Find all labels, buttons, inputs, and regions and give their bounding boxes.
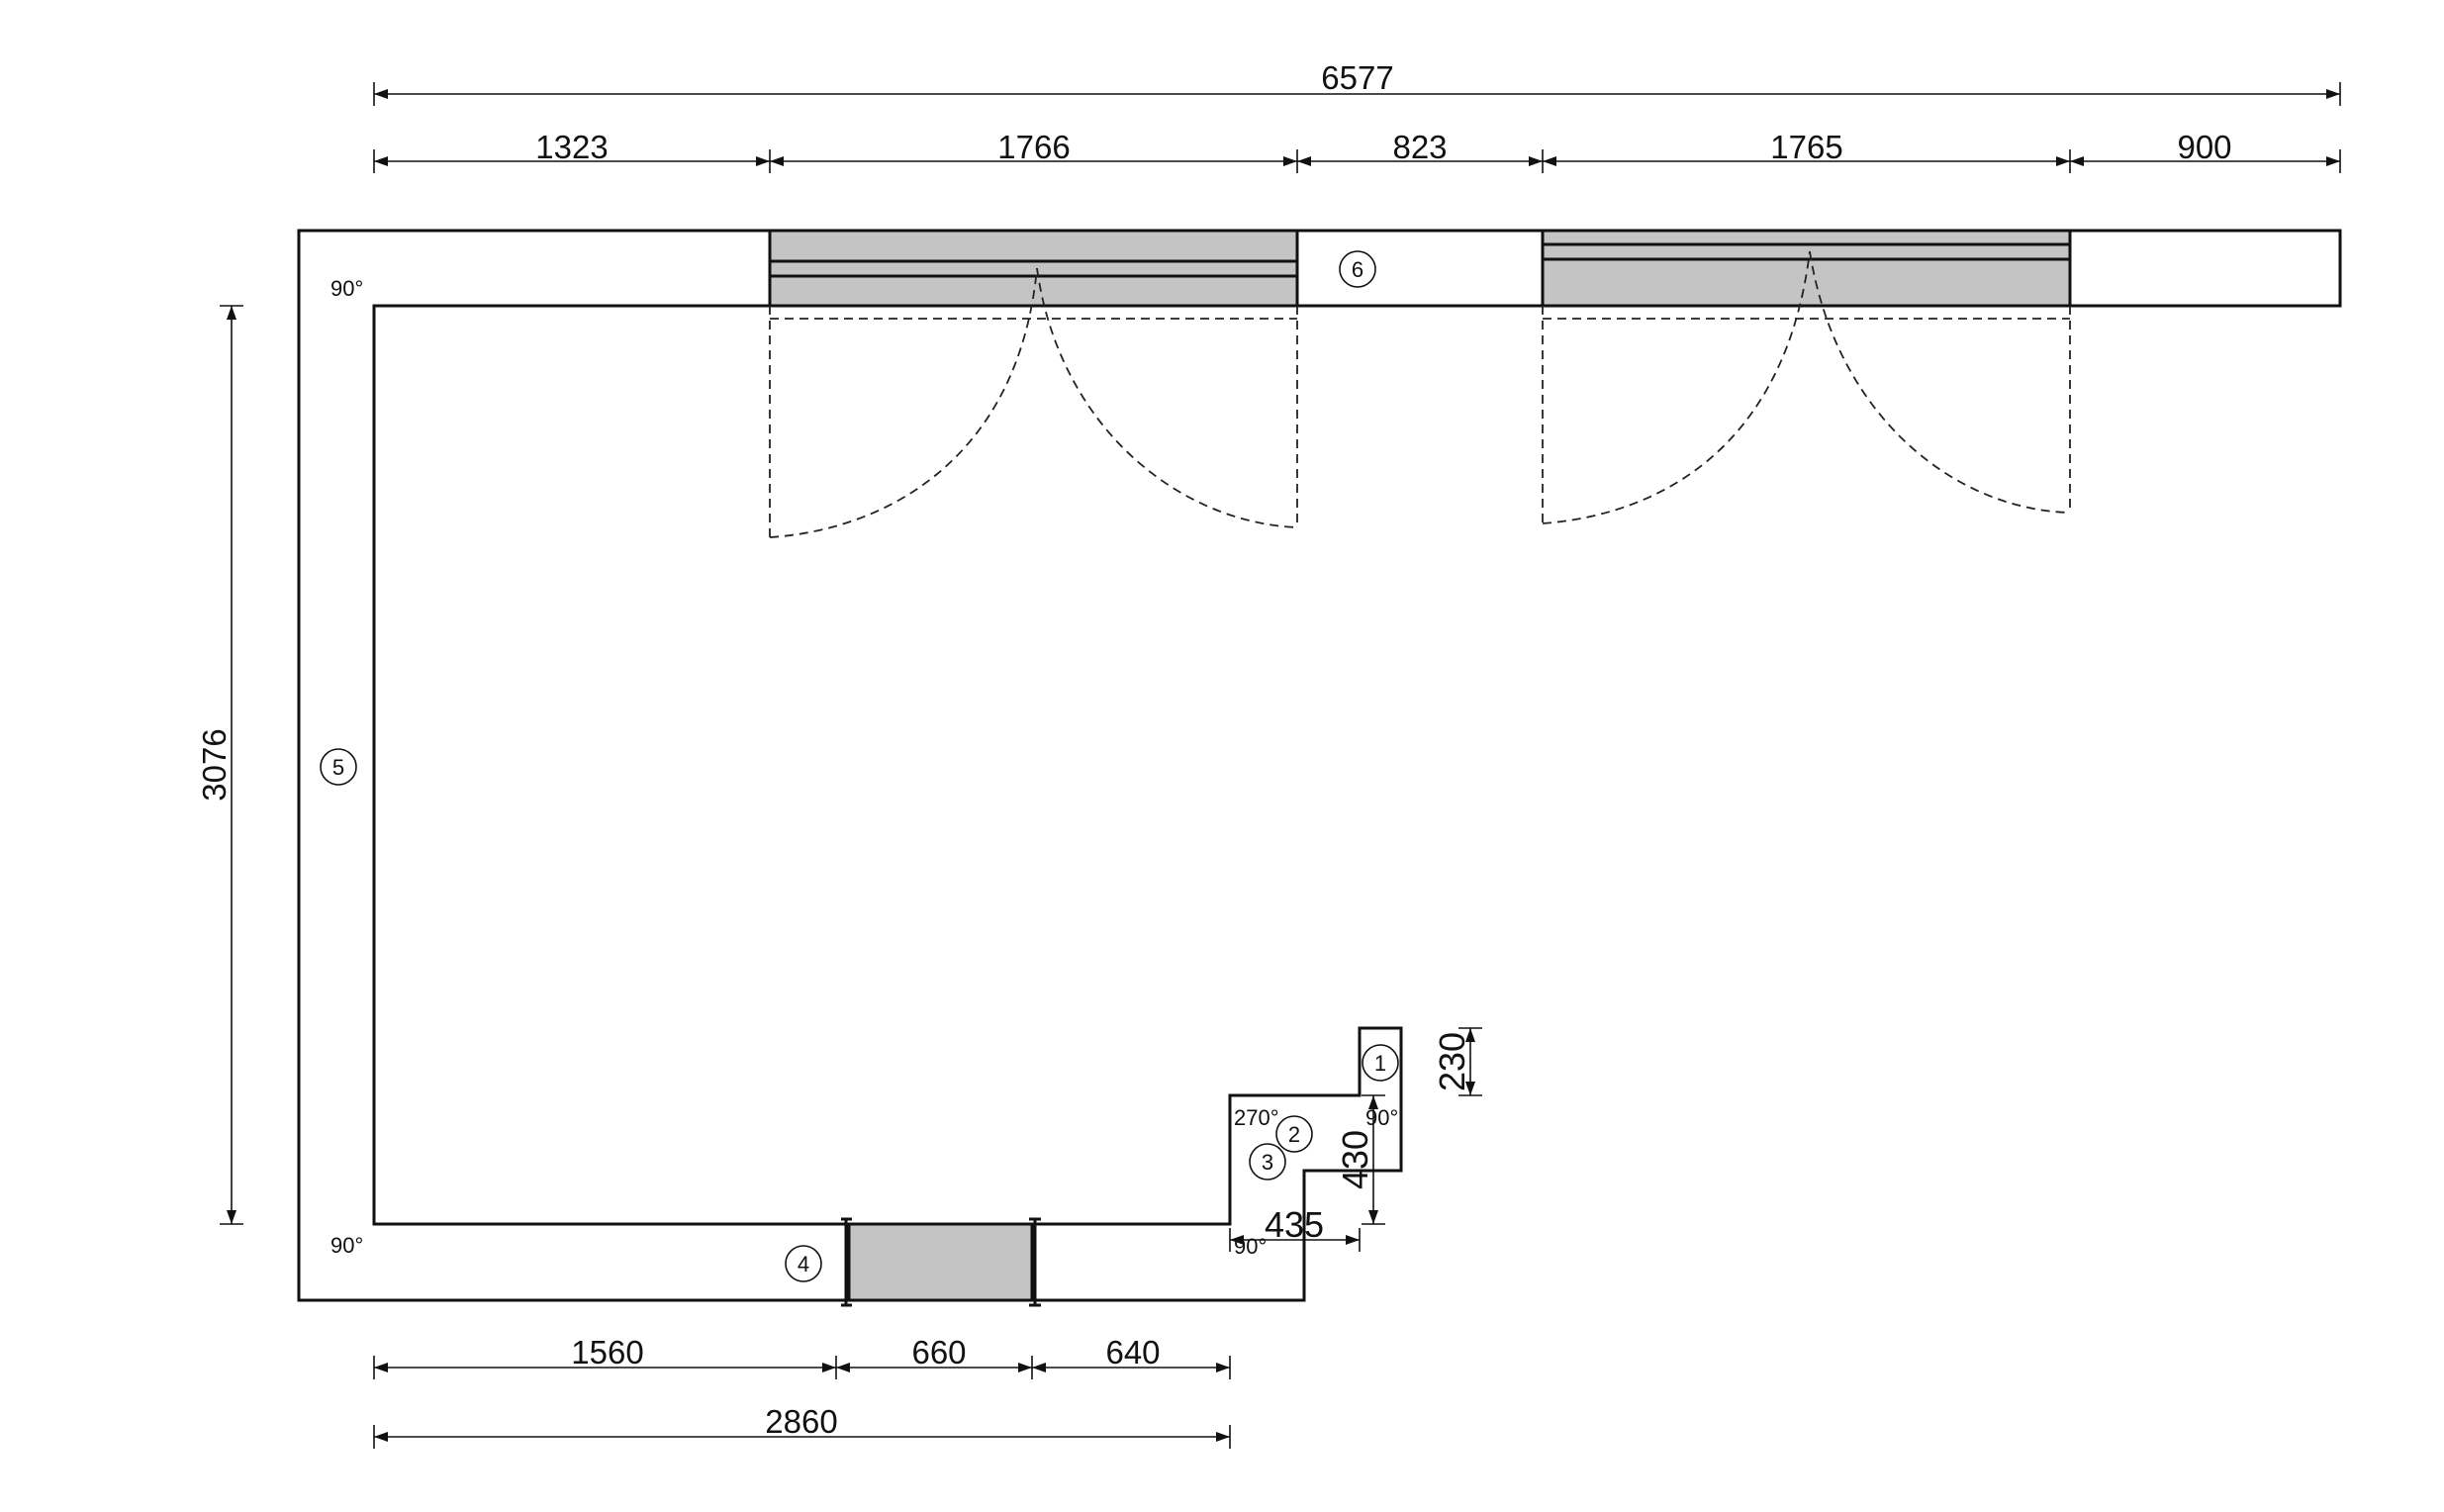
dimension-label-top-1: 1323 <box>535 129 608 165</box>
svg-text:2: 2 <box>1288 1122 1300 1147</box>
dimension-label-top-total: 6577 <box>1321 59 1393 96</box>
svg-text:6: 6 <box>1352 257 1363 282</box>
wall-marker-1: 1 <box>1362 1044 1399 1082</box>
walls <box>297 229 2342 1302</box>
dimension-nib-height: 230 <box>1432 1027 1482 1096</box>
dimension-label-nib-height: 230 <box>1432 1032 1472 1091</box>
wall-marker-3: 3 <box>1249 1143 1286 1181</box>
door-swing-top-left <box>769 267 1298 538</box>
dimension-label-left: 3076 <box>196 728 233 801</box>
dimension-label-top-3: 823 <box>1392 129 1447 165</box>
angle-labels: 90° 90° 270° 90° 90° <box>330 276 1398 1259</box>
wall-marker-6: 6 <box>1339 250 1376 288</box>
dimension-label-bottom-2: 660 <box>911 1334 966 1370</box>
svg-text:3: 3 <box>1262 1150 1273 1175</box>
window-bottom <box>841 1217 1041 1307</box>
door-swing-top-right <box>1542 250 2071 524</box>
dimension-bottom-total: 2860 <box>373 1403 1231 1449</box>
wall-marker-2: 2 <box>1275 1115 1313 1153</box>
svg-text:1: 1 <box>1374 1051 1386 1076</box>
angle-label-step-outer: 90° <box>1365 1105 1398 1130</box>
dimension-left-height: 3076 <box>196 305 243 1225</box>
dimension-label-bottom-total: 2860 <box>765 1403 837 1440</box>
dimension-top-segments: 1323 1766 823 1765 900 <box>373 129 2341 173</box>
dimension-step-depth: 435 <box>1229 1204 1361 1252</box>
dimension-bottom-segments: 1560 660 640 <box>373 1334 1231 1379</box>
svg-text:5: 5 <box>332 755 344 780</box>
dimension-label-top-4: 1765 <box>1770 129 1842 165</box>
dimension-label-top-5: 900 <box>2177 129 2231 165</box>
angle-label-step-inner: 270° <box>1234 1105 1279 1130</box>
dimension-step-height: 430 <box>1335 1094 1385 1225</box>
angle-label-top-left: 90° <box>330 276 363 301</box>
angle-label-bottom-left: 90° <box>330 1233 363 1258</box>
dimension-top-total: 6577 <box>373 59 2341 106</box>
angle-label-step-bottom: 90° <box>1234 1234 1267 1259</box>
dimension-label-step-height: 430 <box>1335 1130 1375 1189</box>
wall-marker-4: 4 <box>785 1245 822 1282</box>
dimension-label-bottom-1: 1560 <box>571 1334 643 1370</box>
dimension-label-step-depth: 435 <box>1265 1204 1324 1245</box>
dimension-label-top-2: 1766 <box>997 129 1070 165</box>
window-top-right <box>1541 229 2072 308</box>
outer-wall-outline <box>297 229 2342 1302</box>
dimension-label-bottom-3: 640 <box>1105 1334 1160 1370</box>
svg-text:4: 4 <box>798 1252 809 1276</box>
wall-marker-5: 5 <box>320 748 357 786</box>
